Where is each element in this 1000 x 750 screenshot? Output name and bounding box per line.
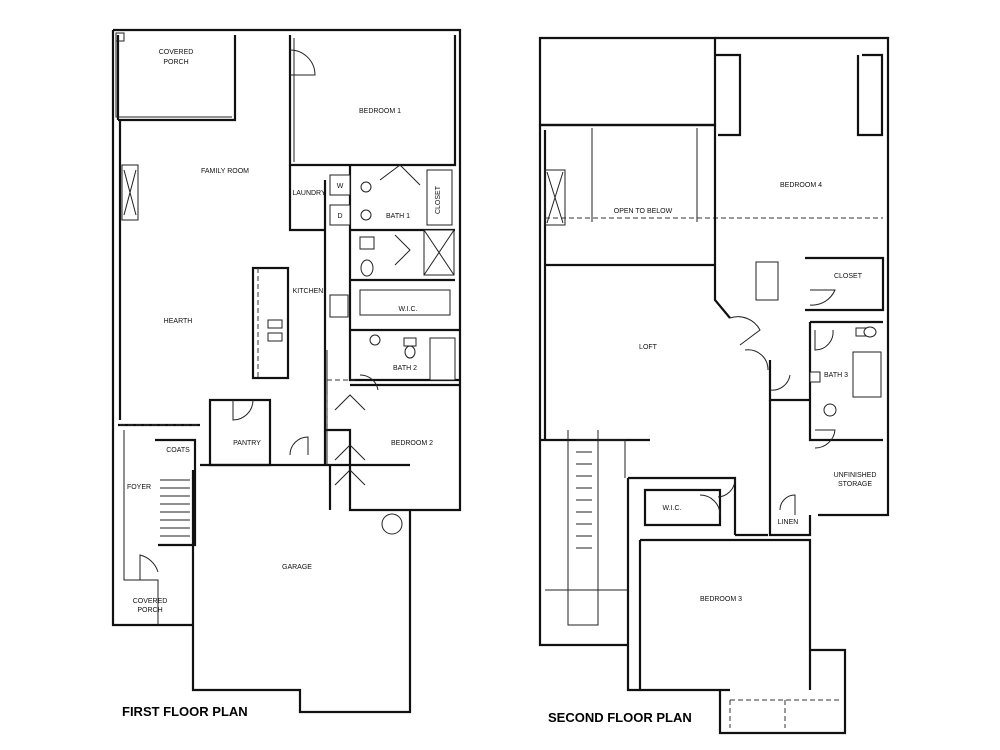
closet-label-2: CLOSET	[834, 273, 863, 280]
covered-porch-top-label-2: PORCH	[163, 59, 188, 66]
first-floor-doors	[139, 49, 421, 580]
first-floor-fixtures	[115, 32, 456, 537]
second-floor-doors	[699, 289, 836, 516]
pantry-label: PANTRY	[233, 440, 261, 447]
covered-porch-bottom-label-2: PORCH	[137, 607, 162, 614]
loft-label: LOFT	[639, 344, 658, 351]
covered-porch-top-label-1: COVERED	[159, 49, 194, 56]
washer-label: W	[337, 183, 344, 190]
bath3-label: BATH 3	[824, 372, 848, 379]
second-floor-walls	[538, 36, 890, 735]
second-floor-plan: BEDROOM 4 OPEN TO BELOW CLOSET LOFT BATH…	[538, 36, 890, 735]
family-room-label: FAMILY ROOM	[201, 168, 249, 175]
hearth-label: HEARTH	[164, 318, 193, 325]
second-floor-fixtures	[544, 169, 882, 549]
open-to-below-label: OPEN TO BELOW	[614, 208, 673, 215]
first-floor-walls	[111, 28, 462, 714]
closet-label: CLOSET	[435, 185, 442, 214]
garage-label: GARAGE	[282, 564, 312, 571]
wic-label-2: W.I.C.	[662, 505, 681, 512]
foyer-label: FOYER	[127, 484, 151, 491]
bath1-label: BATH 1	[386, 213, 410, 220]
bedroom1-label: BEDROOM 1	[359, 108, 401, 115]
first-floor-plan: COVERED PORCH BEDROOM 1 FAMILY ROOM LAUN…	[111, 28, 462, 719]
bedroom3-label: BEDROOM 3	[700, 596, 742, 603]
second-floor-title: SECOND FLOOR PLAN	[548, 710, 692, 725]
dryer-label: D	[337, 213, 342, 220]
covered-porch-bottom-label-1: COVERED	[133, 598, 168, 605]
bedroom4-label: BEDROOM 4	[780, 182, 822, 189]
kitchen-label: KITCHEN	[293, 288, 324, 295]
laundry-label: LAUNDRY	[292, 190, 326, 197]
linen-label: LINEN	[778, 519, 799, 526]
first-floor-title: FIRST FLOOR PLAN	[122, 704, 248, 719]
wic-label: W.I.C.	[398, 306, 417, 313]
coats-label: COATS	[166, 447, 190, 454]
bedroom2-label: BEDROOM 2	[391, 440, 433, 447]
bath2-label: BATH 2	[393, 365, 417, 372]
unfinished-storage-label-1: UNFINISHED	[834, 472, 877, 479]
unfinished-storage-label-2: STORAGE	[838, 481, 872, 488]
